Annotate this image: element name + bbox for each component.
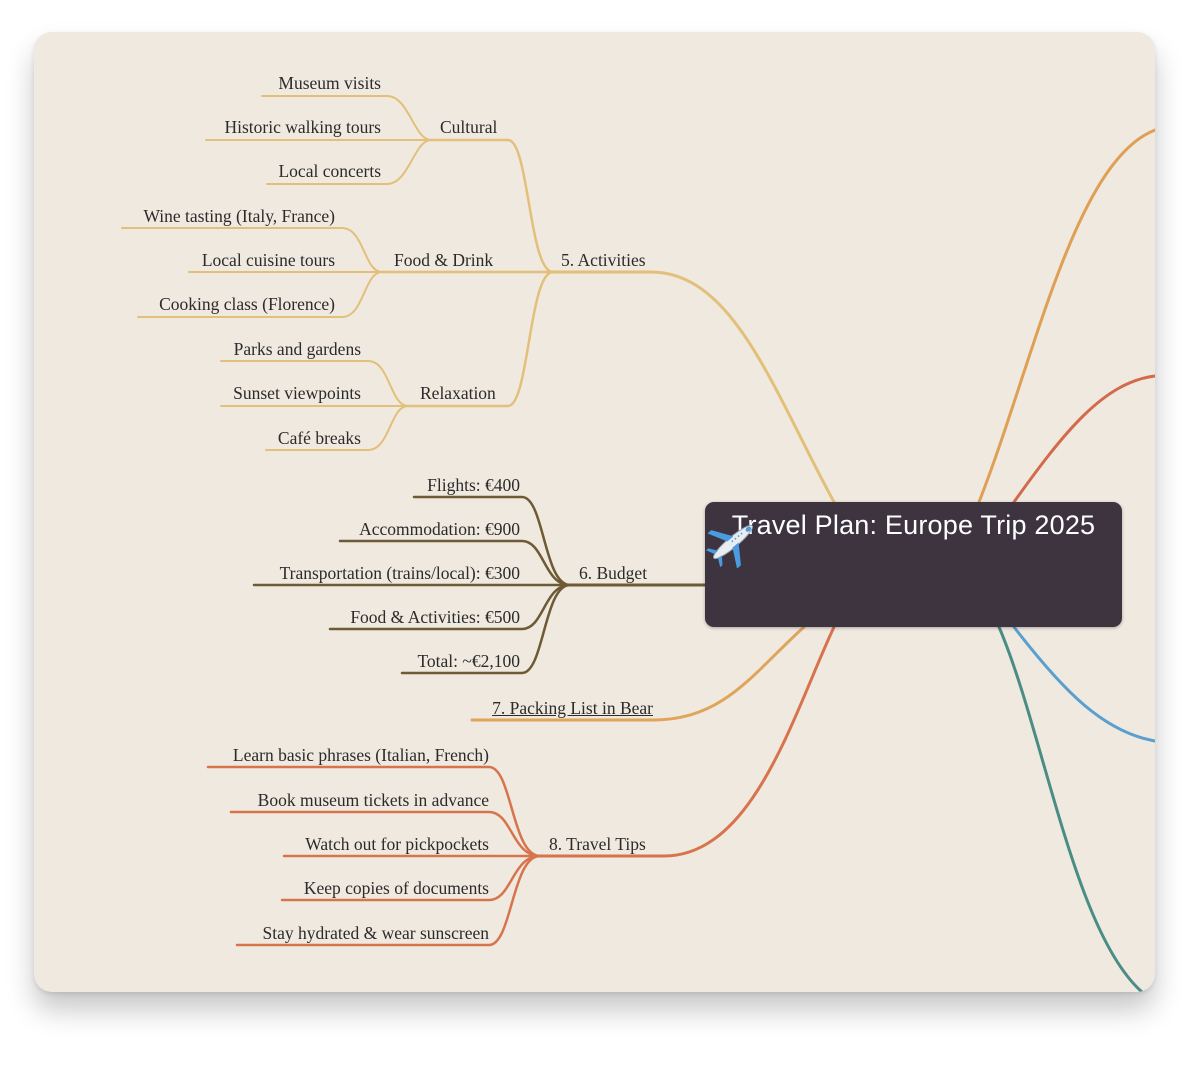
branch-line-right-red bbox=[1012, 374, 1155, 504]
wine-tasting-node[interactable]: Wine tasting (Italy, France) bbox=[143, 206, 335, 226]
travel-tips-node[interactable]: 8. Travel Tips bbox=[549, 834, 646, 854]
mind-map-canvas[interactable]: 5. Activities Cultural Museum visits His… bbox=[34, 32, 1155, 992]
food-activities-cost-node[interactable]: Food & Activities: €500 bbox=[350, 607, 520, 627]
airplane-icon bbox=[706, 524, 753, 568]
root-title: Travel Plan: Europe Trip 2025 bbox=[731, 510, 1096, 540]
food-drink-node[interactable]: Food & Drink bbox=[394, 250, 494, 270]
tip-book-tickets-node[interactable]: Book museum tickets in advance bbox=[257, 790, 489, 810]
branch-line-right-teal bbox=[997, 625, 1144, 992]
connector-lines bbox=[121, 95, 1155, 992]
museum-visits-node[interactable]: Museum visits bbox=[278, 73, 381, 93]
activities-node[interactable]: 5. Activities bbox=[561, 250, 646, 270]
tips-connector bbox=[538, 625, 836, 858]
cooking-class-node[interactable]: Cooking class (Florence) bbox=[159, 294, 335, 314]
relaxation-node[interactable]: Relaxation bbox=[420, 383, 496, 403]
historic-walking-tours-node[interactable]: Historic walking tours bbox=[224, 117, 381, 137]
sunset-viewpoints-node[interactable]: Sunset viewpoints bbox=[233, 383, 361, 403]
tip-pickpockets-node[interactable]: Watch out for pickpockets bbox=[305, 834, 489, 854]
cafe-breaks-node[interactable]: Café breaks bbox=[277, 428, 361, 448]
local-cuisine-tours-node[interactable]: Local cuisine tours bbox=[201, 250, 335, 270]
tip-learn-phrases-node[interactable]: Learn basic phrases (Italian, French) bbox=[232, 745, 489, 765]
branch-line-right-orange bbox=[977, 128, 1155, 504]
tip-documents-node[interactable]: Keep copies of documents bbox=[303, 878, 489, 898]
activities-connector bbox=[551, 270, 836, 504]
branch-line-right-blue bbox=[1012, 625, 1155, 743]
budget-node[interactable]: 6. Budget bbox=[579, 563, 648, 583]
cultural-node[interactable]: Cultural bbox=[440, 117, 498, 137]
flights-cost-node[interactable]: Flights: €400 bbox=[427, 475, 520, 495]
total-cost-node[interactable]: Total: ~€2,100 bbox=[417, 651, 520, 671]
transportation-cost-node[interactable]: Transportation (trains/local): €300 bbox=[279, 563, 520, 583]
packing-connector bbox=[470, 625, 806, 722]
packing-list-link[interactable]: 7. Packing List in Bear bbox=[492, 698, 653, 718]
tip-sunscreen-node[interactable]: Stay hydrated & wear sunscreen bbox=[262, 923, 489, 943]
accommodation-cost-node[interactable]: Accommodation: €900 bbox=[359, 519, 520, 539]
local-concerts-node[interactable]: Local concerts bbox=[278, 161, 381, 181]
parks-gardens-node[interactable]: Parks and gardens bbox=[233, 339, 361, 359]
root-node[interactable]: Travel Plan: Europe Trip 2025 bbox=[705, 502, 1122, 627]
